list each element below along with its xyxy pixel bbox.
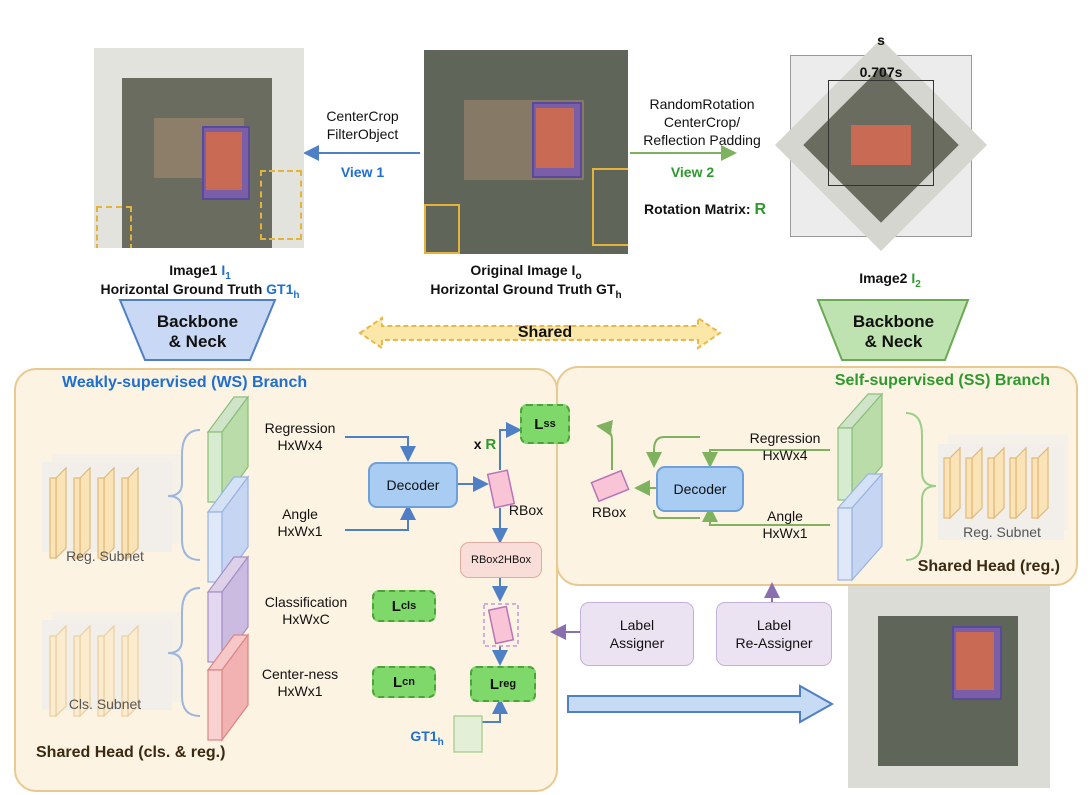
s707-label: 0.707s [859, 64, 903, 80]
view2-label: View 2 [670, 164, 715, 180]
ws-rbox-dashed [487, 605, 515, 645]
original-gt-caption: Horizontal Ground Truth GTh [430, 281, 622, 301]
ss-angle-map [837, 507, 853, 581]
ws-footer: Shared Head (cls. & reg.) [36, 744, 226, 761]
ss-footer: Shared Head (reg.) [917, 558, 1060, 575]
view1-label: View 1 [340, 164, 385, 180]
s-label: s [877, 32, 885, 48]
rbox2hbox-node: RBox2HBox [460, 542, 542, 578]
ss-branch-title: Self-supervised (SS) Branch [834, 372, 1050, 389]
ss-regression-map [837, 427, 853, 501]
original-caption: Original Image Io [470, 262, 582, 282]
ws-rbox-label: RBox [508, 502, 544, 518]
ws-rbox [486, 469, 516, 509]
image1-satellite [94, 48, 304, 248]
view1-ops-1: CenterCrop [326, 108, 399, 124]
image2-caption: Image2 I2 [859, 270, 921, 290]
gt1-label: GT1h [410, 728, 444, 748]
original-image-satellite [424, 50, 628, 254]
ws-branch-title: Weakly-supervised (WS) Branch [62, 374, 308, 391]
ws-centerness-map [207, 669, 223, 741]
image2-inner-square [828, 80, 934, 186]
ws-regression-map [207, 431, 223, 503]
ss-reg-subnet-label: Reg. Subnet [963, 524, 1041, 540]
ws-reg-subnet-label: Reg. Subnet [66, 548, 144, 564]
ws-cls-subnet-label: Cls. Subnet [68, 696, 142, 712]
ws-cls-subnet-stack [42, 612, 182, 718]
ws-reg-bracket [167, 429, 201, 561]
backbone-funnel-right [816, 299, 970, 361]
backbone-funnel-left [118, 299, 277, 361]
ws-classification-map [207, 591, 223, 663]
ss-reg-subnet-stack [938, 434, 1068, 540]
image1-gt-caption: Horizontal Ground Truth GT1h [100, 281, 300, 301]
rotation-matrix-label: Rotation Matrix: R [643, 201, 766, 218]
view1-ops-2: FilterObject [326, 126, 399, 142]
ss-rbox [590, 469, 630, 503]
ws-xr-label: x R [473, 436, 497, 453]
gt1-box [453, 715, 483, 753]
image1-caption: Image1 I1 [169, 262, 231, 282]
ss-decoder: Decoder [656, 466, 744, 512]
view2-ops-3: Reflection Padding [643, 132, 761, 148]
ss-reg-bracket [905, 412, 937, 561]
output-arrow [567, 684, 835, 724]
backbone-left-line2: & Neck [168, 332, 227, 351]
backbone-right-line2: & Neck [864, 332, 923, 351]
ws-decoder: Decoder [368, 462, 458, 508]
backbone-left-line1: Backbone [156, 312, 239, 331]
ws-cls-bracket [167, 587, 201, 717]
ss-reg-arrow [646, 436, 700, 468]
output-image-satellite [848, 586, 1050, 788]
ss-rbox-label: RBox [591, 504, 627, 520]
ws-angle-map [207, 511, 223, 583]
shared-label: Shared [517, 324, 573, 341]
view2-ops-2: CenterCrop/ [663, 114, 741, 130]
view2-ops-1: RandomRotation [649, 96, 755, 112]
ws-reg-subnet-stack [42, 454, 182, 560]
backbone-right-line1: Backbone [852, 312, 935, 331]
shared-arrow [358, 316, 722, 350]
